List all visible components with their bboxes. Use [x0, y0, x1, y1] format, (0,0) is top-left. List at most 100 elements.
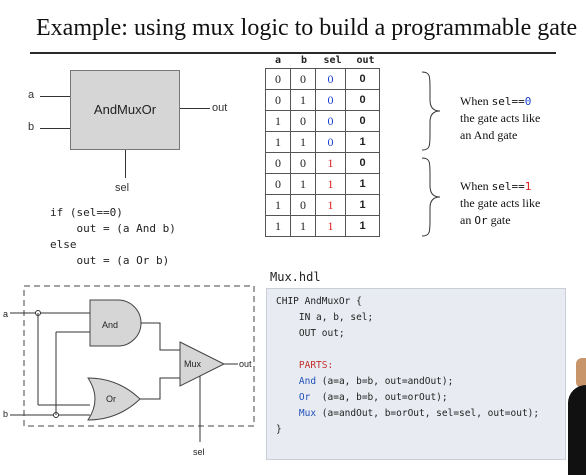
chip-output-wire — [180, 108, 210, 109]
mux-shape — [179, 341, 226, 387]
cell-out: 1 — [345, 194, 380, 216]
cell-sel: 1 — [315, 215, 346, 237]
and-gate-label: And — [102, 320, 119, 330]
cell-b: 0 — [290, 110, 316, 132]
note-sel1-value: 1 — [524, 180, 532, 193]
note-sel1-prefix: When — [460, 179, 492, 193]
cell-a: 1 — [265, 194, 291, 216]
chip-name: AndMuxOr — [93, 102, 157, 117]
cell-b: 1 — [290, 89, 316, 111]
cell-sel: 1 — [315, 152, 346, 174]
diagram-chip-border — [23, 285, 255, 427]
cell-out: 0 — [345, 89, 380, 111]
chip-box — [70, 70, 180, 150]
chip-input-b-wire — [40, 128, 70, 129]
presenter-silhouette — [568, 385, 586, 475]
chip-input-b-label: b — [28, 121, 35, 133]
truth-header-a: a — [274, 55, 282, 66]
hdl-chip-line: CHIP AndMuxOr { — [276, 296, 362, 307]
hdl-and-name: And — [298, 376, 317, 387]
diagram-b-label: b — [3, 409, 9, 419]
cell-out: 0 — [345, 68, 380, 90]
hdl-out-line: OUT out; — [276, 328, 345, 339]
hdl-mux-line: Mux (a=andOut, b=orOut, sel=sel, out=out… — [276, 408, 539, 419]
truth-header-sel: sel — [323, 55, 342, 66]
cell-sel: 1 — [315, 173, 346, 195]
hdl-and-args: (a=a, b=b, out=andOut); — [316, 376, 454, 387]
brace-sel0 — [421, 71, 441, 151]
cell-b: 0 — [290, 152, 316, 174]
chip-input-a-label: a — [28, 89, 35, 101]
brace-graphics — [421, 71, 441, 237]
cell-b: 0 — [290, 194, 316, 216]
pseudocode-line-4: out = (a Or b) — [50, 254, 170, 267]
hdl-mux-name: Mux — [298, 408, 317, 419]
cell-a: 1 — [265, 215, 291, 237]
hdl-code-box — [266, 288, 566, 460]
note-sel0-prefix: When — [460, 94, 492, 108]
cell-out: 1 — [345, 173, 380, 195]
hdl-close-brace: } — [276, 424, 282, 435]
cell-b: 1 — [290, 131, 316, 153]
mux-label: Mux — [184, 359, 202, 369]
pseudocode-line-1: if (sel==0) — [50, 206, 123, 219]
truth-header-b: b — [300, 55, 308, 66]
cell-sel: 0 — [315, 131, 346, 153]
note-sel1-line3a: an — [460, 213, 475, 227]
note-sel0-line2: the gate acts like — [460, 111, 541, 125]
title-underline — [30, 52, 556, 54]
hdl-or-args: (a=a, b=b, out=orOut); — [310, 392, 448, 403]
wire-or-to-mux — [140, 377, 188, 400]
hdl-parts-line: PARTS: — [276, 360, 334, 371]
note-sel1-line3-code: Or — [474, 214, 488, 227]
cell-a: 0 — [265, 173, 291, 195]
note-sel0-code: sel== — [491, 95, 525, 108]
cell-out: 1 — [345, 215, 380, 237]
cell-sel: 0 — [315, 68, 346, 90]
cell-b: 1 — [290, 173, 316, 195]
hdl-file-title: Mux.hdl — [270, 270, 321, 284]
chip-sel-label: sel — [115, 182, 130, 194]
cell-out: 0 — [345, 110, 380, 132]
hdl-or-name: Or — [298, 392, 311, 403]
note-sel1-code: sel== — [491, 180, 525, 193]
hdl-mux-args: (a=andOut, b=orOut, sel=sel, out=out); — [316, 408, 540, 419]
cell-a: 1 — [265, 131, 291, 153]
hdl-and-line: And (a=a, b=b, out=andOut); — [276, 376, 453, 387]
note-sel1-line2: the gate acts like — [460, 196, 541, 210]
chip-input-a-wire — [40, 96, 70, 97]
cell-b: 0 — [290, 68, 316, 90]
chip-sel-wire — [125, 150, 126, 178]
cell-sel: 0 — [315, 110, 346, 132]
hdl-in-line: IN a, b, sel; — [276, 312, 374, 323]
cell-out: 0 — [345, 152, 380, 174]
cell-a: 0 — [265, 152, 291, 174]
gate-diagram — [10, 285, 255, 442]
cell-sel: 0 — [315, 89, 346, 111]
chip-output-label: out — [212, 102, 228, 114]
cell-sel: 1 — [315, 194, 346, 216]
pseudocode-line-2: out = (a And b) — [50, 222, 176, 235]
cell-a: 0 — [265, 68, 291, 90]
diagram-a-label: a — [3, 309, 9, 319]
or-gate-label: Or — [106, 394, 116, 404]
truth-header-out: out — [356, 55, 375, 66]
note-sel0-value: 0 — [524, 95, 532, 108]
or-gate-shape — [87, 377, 141, 421]
cell-b: 1 — [290, 215, 316, 237]
cell-out: 1 — [345, 131, 380, 153]
wire-and-to-mux — [141, 322, 188, 351]
diagram-out-label: out — [239, 359, 252, 369]
cell-a: 0 — [265, 89, 291, 111]
cell-a: 1 — [265, 110, 291, 132]
note-sel0-line3: an And gate — [460, 128, 518, 142]
hdl-or-line: Or (a=a, b=b, out=orOut); — [276, 392, 448, 403]
